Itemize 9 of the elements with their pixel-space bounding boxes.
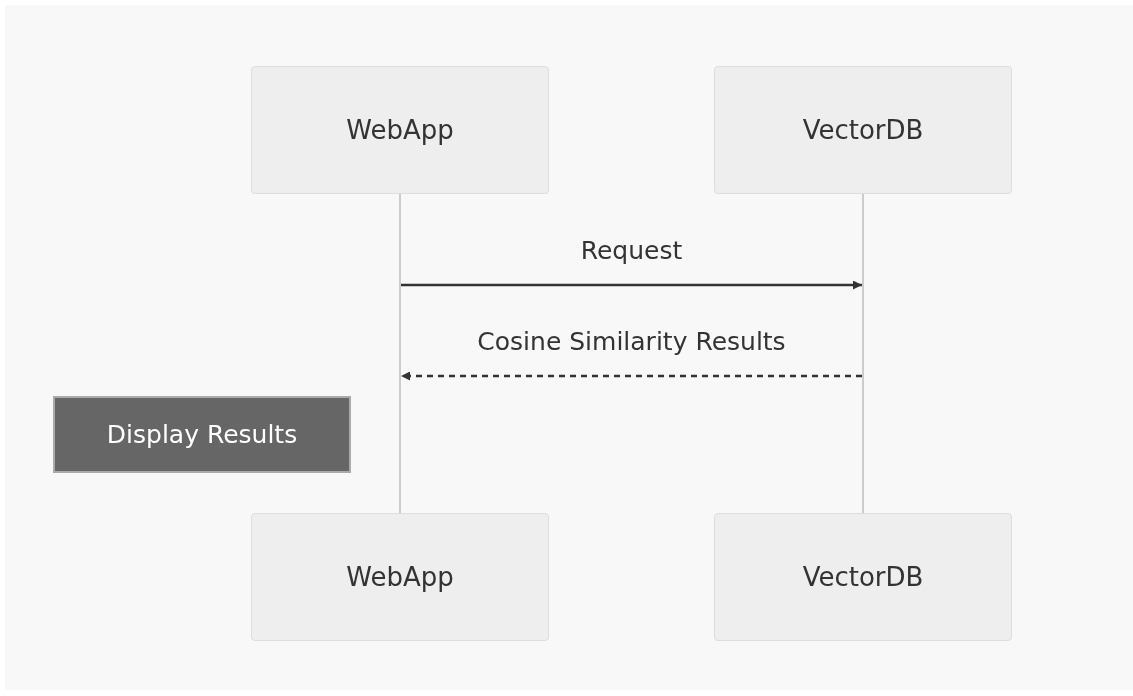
lifeline [399, 194, 401, 513]
participant-box: VectorDB [714, 513, 1012, 641]
note-box: Display Results [53, 396, 351, 473]
participant-box: WebApp [251, 513, 549, 641]
participant-box: WebApp [251, 66, 549, 194]
lifeline [862, 194, 864, 513]
message-arrow [401, 371, 862, 381]
message-arrow [401, 280, 862, 290]
participant-box: VectorDB [714, 66, 1012, 194]
